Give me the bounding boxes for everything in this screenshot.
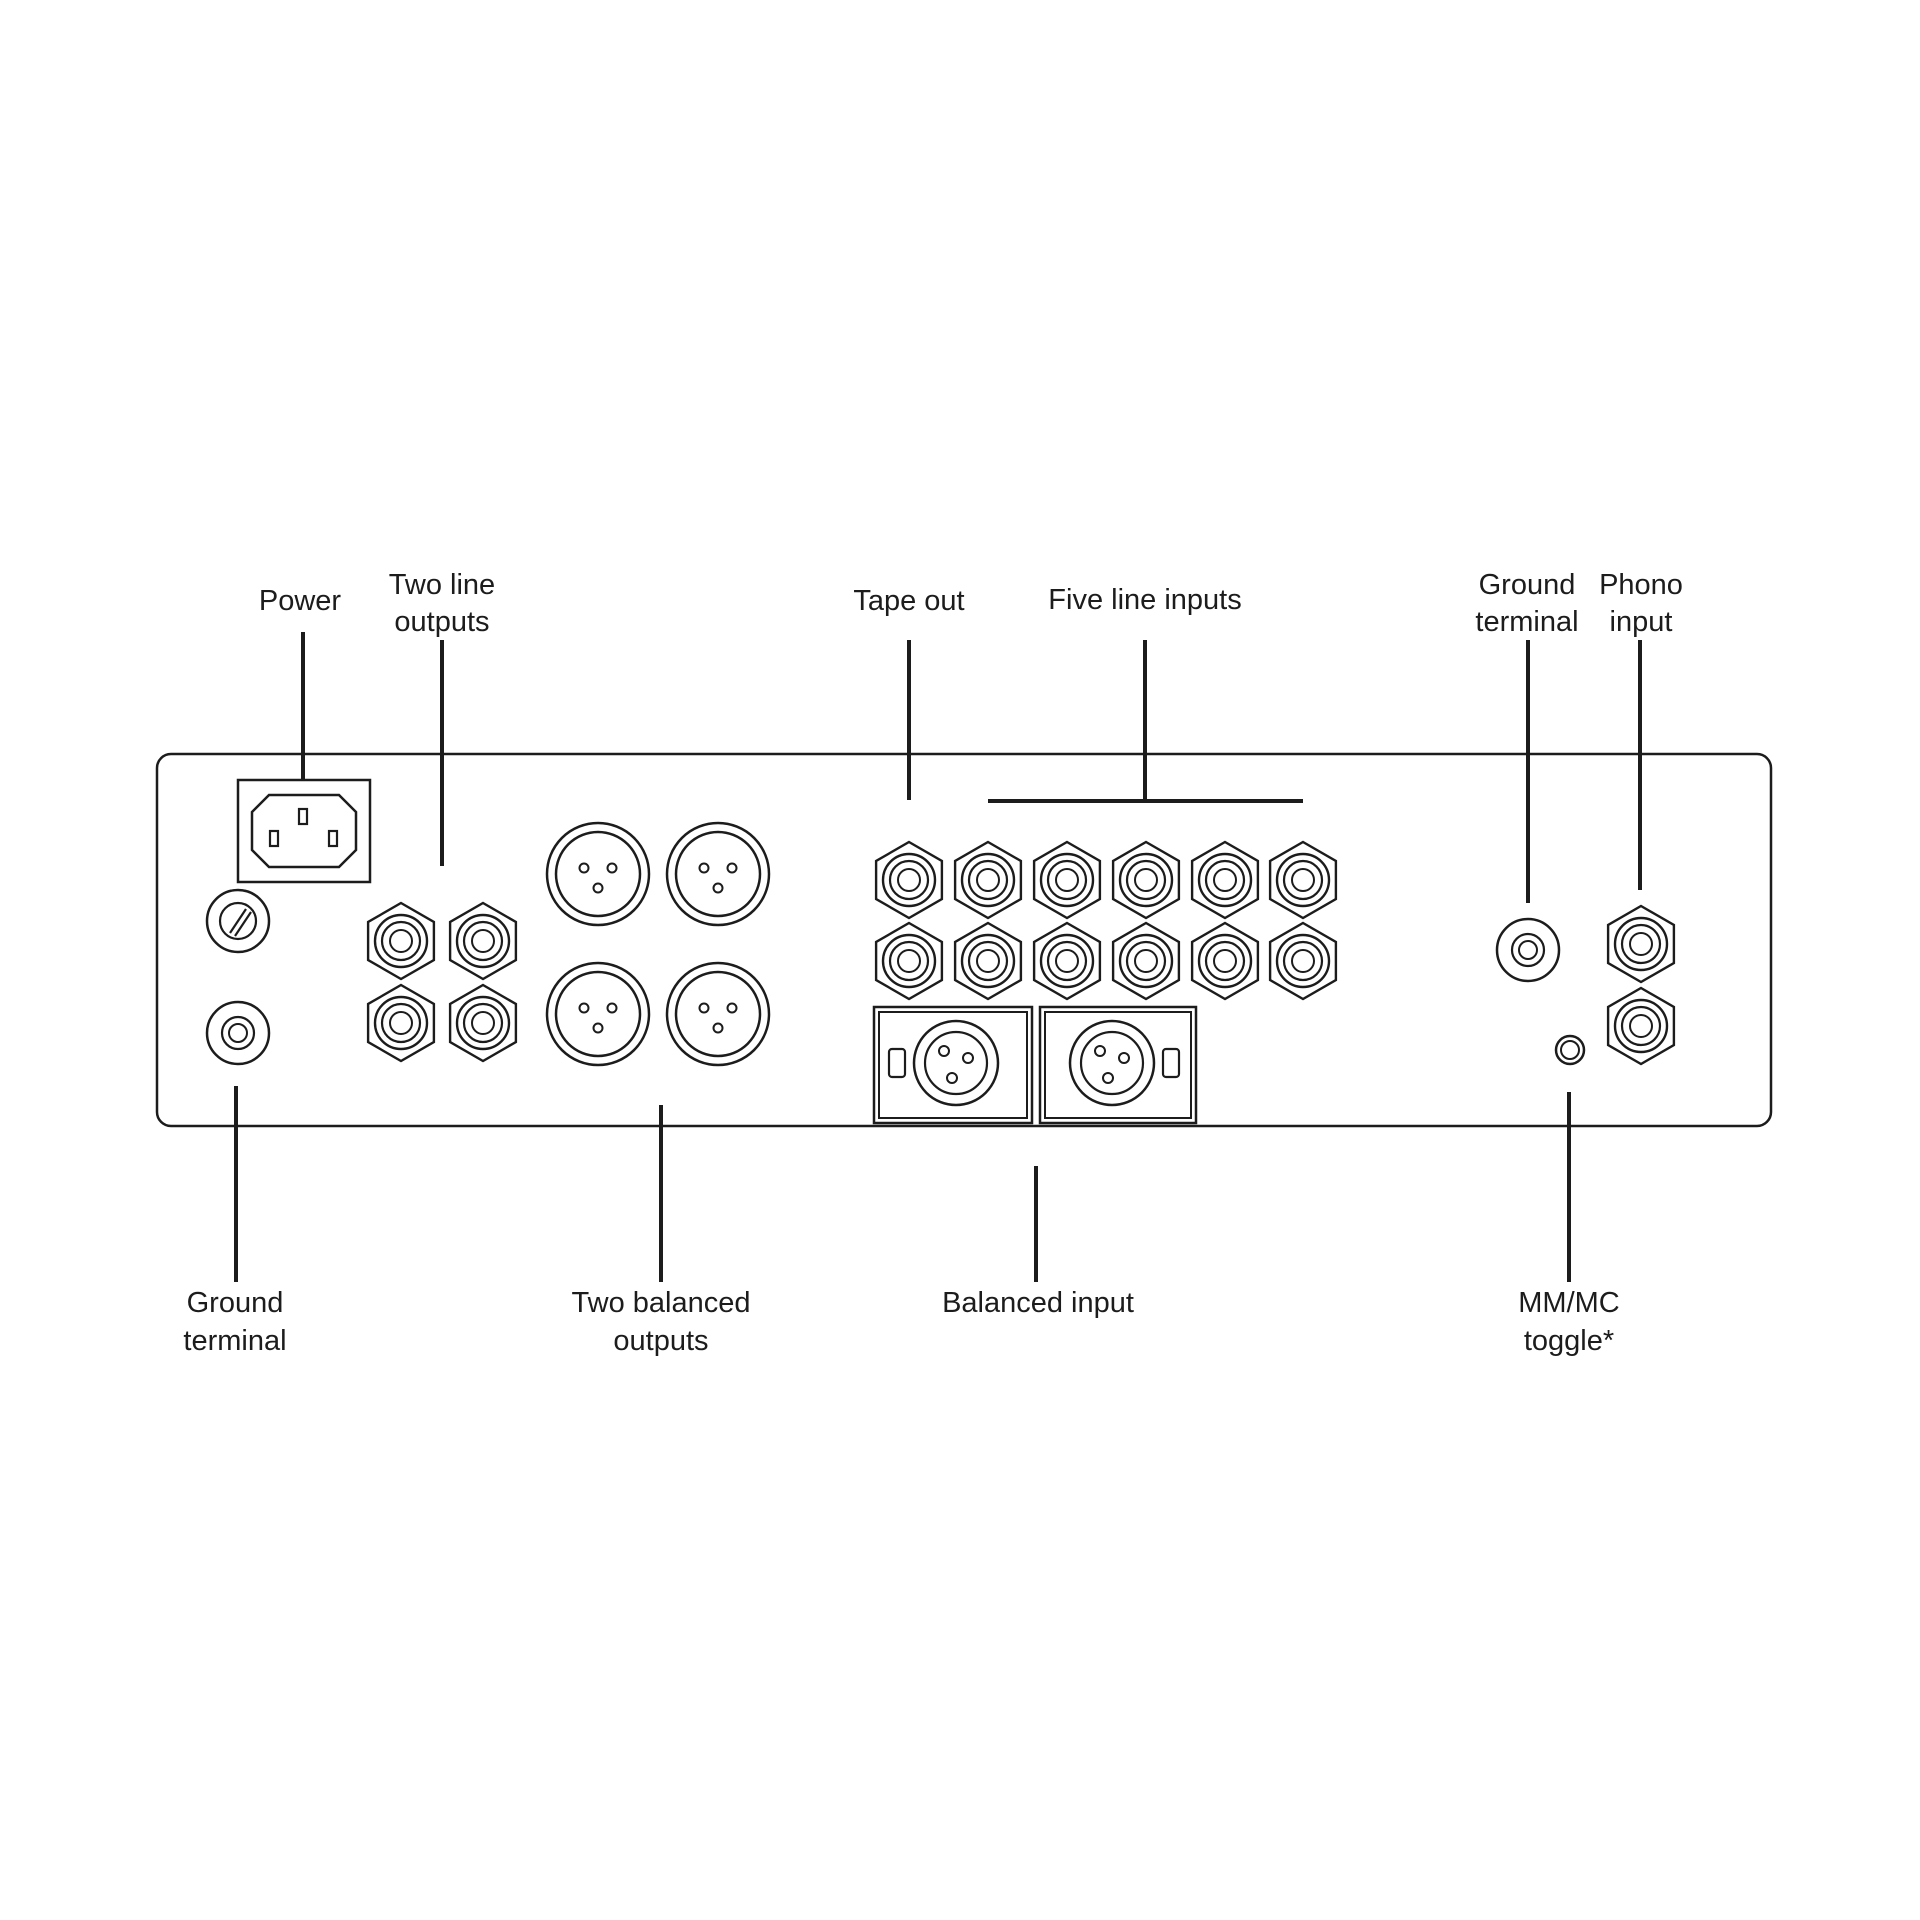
ground-terminal-left [205, 1000, 271, 1066]
balanced-output-xlr-connector [665, 961, 771, 1067]
balanced-input-xlr-connector [872, 1005, 1034, 1125]
line-output-rca-jack [448, 901, 518, 981]
callout-labels: Power Two line outputs Tape out Five lin… [183, 569, 1683, 1357]
line-input-rca-jack [1032, 921, 1102, 1001]
line-output-rca-jack [366, 983, 436, 1063]
label-line-inputs: Five line inputs [1048, 584, 1241, 616]
line-input-rca-jack [1111, 840, 1181, 920]
label-phono-input-1: Phono [1599, 569, 1683, 601]
line-input-rca-jack [1268, 921, 1338, 1001]
balanced-input-xlr-group [872, 1005, 1198, 1125]
label-line-outputs-1: Two line [389, 569, 495, 601]
tape-out-rca-jack [874, 840, 944, 920]
fuse-holder [205, 888, 271, 954]
label-ground-bottom-2: terminal [183, 1325, 286, 1357]
label-phono-input-2: input [1610, 606, 1673, 638]
line-input-rca-jack [1190, 921, 1260, 1001]
phono-input-rca-group [1606, 904, 1676, 1066]
mm-mc-toggle-switch [1554, 1034, 1586, 1066]
rear-panel-chassis [155, 752, 1773, 1128]
phono-input-rca-jack [1606, 904, 1676, 984]
balanced-output-xlr-connector [545, 821, 651, 927]
balanced-output-xlr-connector [665, 821, 771, 927]
balanced-input-xlr-connector [1038, 1005, 1198, 1125]
line-input-rca-jack [1190, 840, 1260, 920]
line-input-rca-jack [953, 840, 1023, 920]
label-ground-bottom-1: Ground [187, 1287, 284, 1319]
ground-terminal-right [1495, 917, 1561, 983]
leader-lines [234, 632, 1642, 1282]
line-input-rca-jack [1032, 840, 1102, 920]
label-ground-top-2: terminal [1475, 606, 1578, 638]
line-input-rca-jack [1111, 921, 1181, 1001]
line-inputs-rca-group [874, 840, 1338, 1001]
line-output-rca-jack [366, 901, 436, 981]
label-balanced-outputs-1: Two balanced [572, 1287, 751, 1319]
label-balanced-input: Balanced input [942, 1287, 1134, 1319]
label-mm-mc-toggle-2: toggle* [1524, 1325, 1614, 1357]
label-balanced-outputs-2: outputs [613, 1325, 708, 1357]
balanced-output-xlr-connector [545, 961, 651, 1067]
line-input-rca-jack [953, 921, 1023, 1001]
balanced-outputs-xlr-group [545, 821, 771, 1067]
label-line-outputs-2: outputs [394, 606, 489, 638]
label-ground-top-1: Ground [1479, 569, 1576, 601]
label-tape-out: Tape out [853, 585, 964, 617]
line-output-rca-jack [448, 983, 518, 1063]
phono-input-rca-jack [1606, 986, 1676, 1066]
power-inlet [236, 778, 372, 884]
line-input-rca-jack [1268, 840, 1338, 920]
tape-out-rca-jack [874, 921, 944, 1001]
line-outputs-rca-group [366, 901, 518, 1063]
label-power: Power [259, 585, 342, 617]
label-mm-mc-toggle-1: MM/MC [1518, 1287, 1619, 1319]
